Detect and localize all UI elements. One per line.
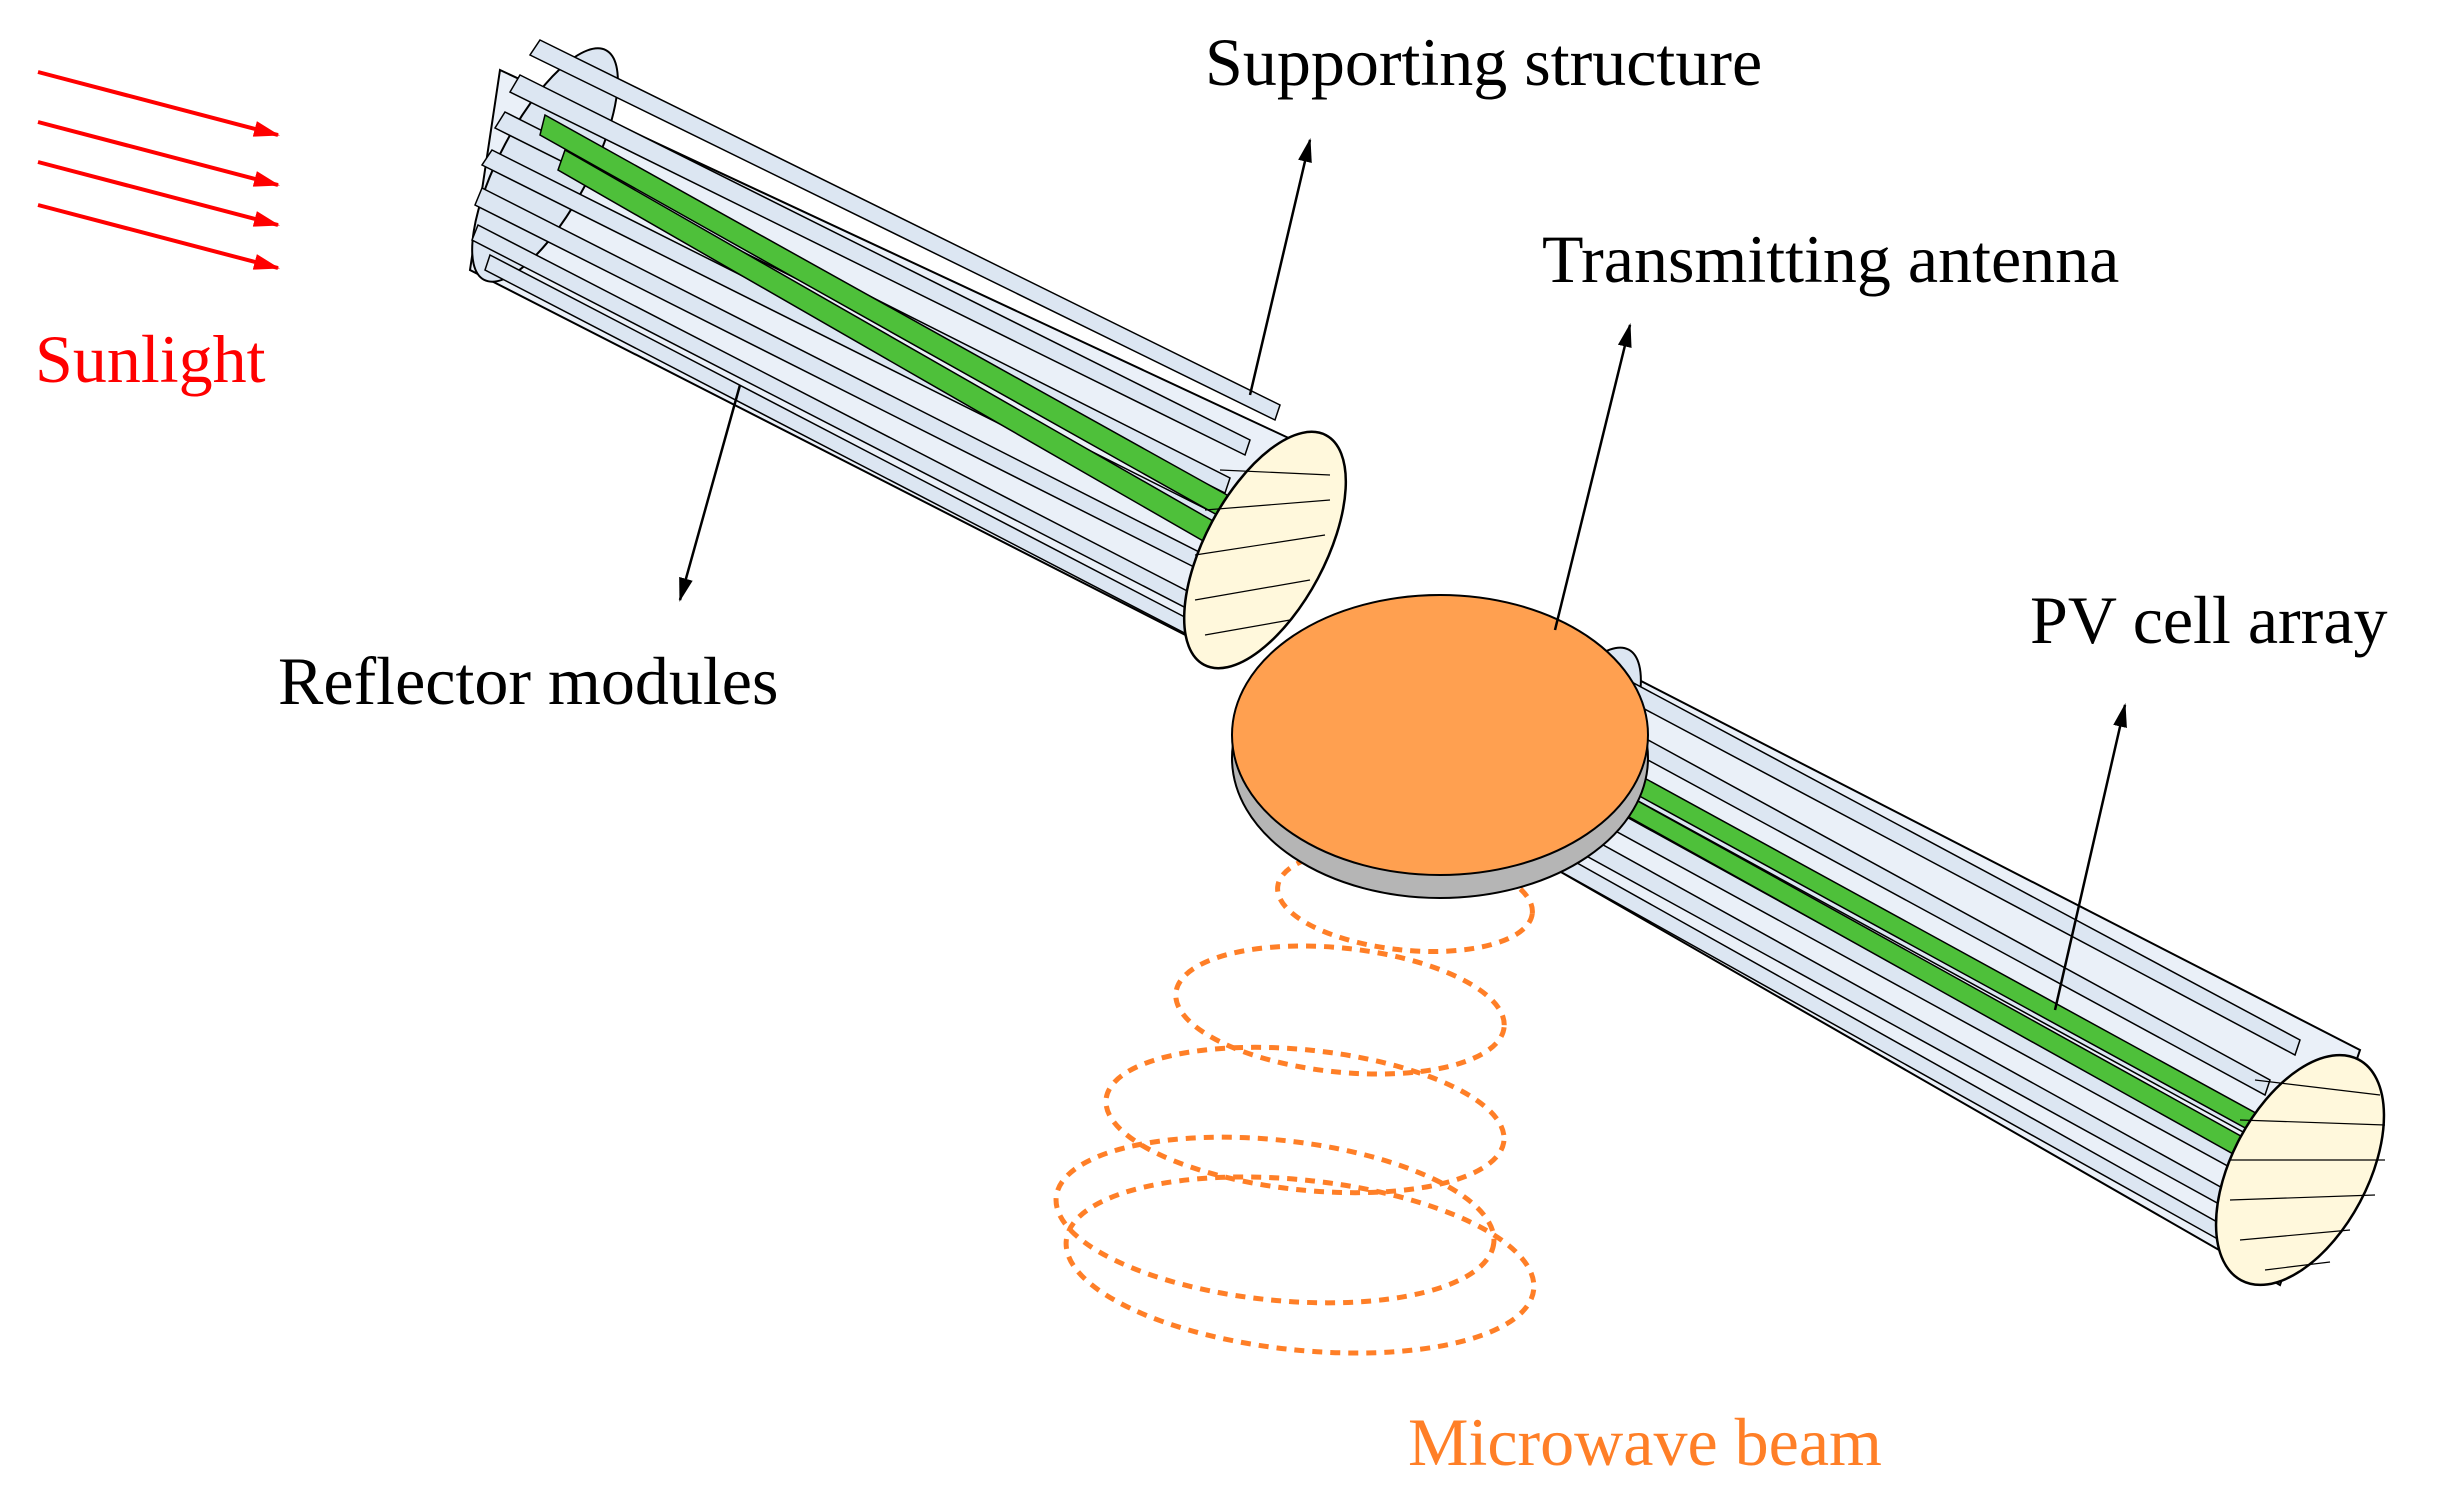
beam-ring-3 [1103, 1044, 1507, 1196]
beam-ring-5 [1063, 1174, 1537, 1356]
beam-ring-4 [1053, 1134, 1497, 1306]
label-microwave-beam: Microwave beam [1408, 1404, 1882, 1480]
beam-ring-2 [1173, 943, 1507, 1077]
left-front-radial-lines [1194, 469, 1331, 636]
sunlight-ray-4 [37, 203, 280, 270]
right-pv-strip-1 [1569, 738, 2306, 1160]
microwave-beam-rings [1053, 846, 1537, 1356]
sunlight-ray-1 [37, 70, 280, 137]
label-transmitting-antenna: Transmitting antenna [1542, 221, 2119, 297]
arrow-supporting-structure [1248, 138, 1312, 396]
leader-arrows [678, 138, 2127, 1011]
right-cylinder-pv [1498, 646, 2386, 1287]
right-front-radial-lines [2229, 1079, 2386, 1271]
right-cylinder-front [2214, 1053, 2386, 1287]
sunlight-arrows [37, 70, 280, 270]
sunlight-ray-2 [37, 120, 280, 187]
antenna-face [1231, 594, 1649, 876]
label-supporting-structure: Supporting structure [1205, 24, 1762, 100]
transmitting-antenna-disk [1231, 594, 1649, 899]
left-cylinder-front [1182, 430, 1348, 670]
label-pv-cell-array: PV cell array [2030, 582, 2388, 658]
arrow-reflector-modules [678, 384, 742, 602]
label-reflector-modules: Reflector modules [278, 643, 778, 719]
sunlight-ray-3 [37, 160, 280, 227]
left-cylinder-reflector [468, 39, 1348, 670]
arrow-transmitting-antenna [1553, 323, 1632, 631]
right-reflector-fins [1528, 664, 2301, 1249]
label-sunlight: Sunlight [35, 321, 266, 397]
arrow-pv-cell-array [2053, 703, 2127, 1011]
